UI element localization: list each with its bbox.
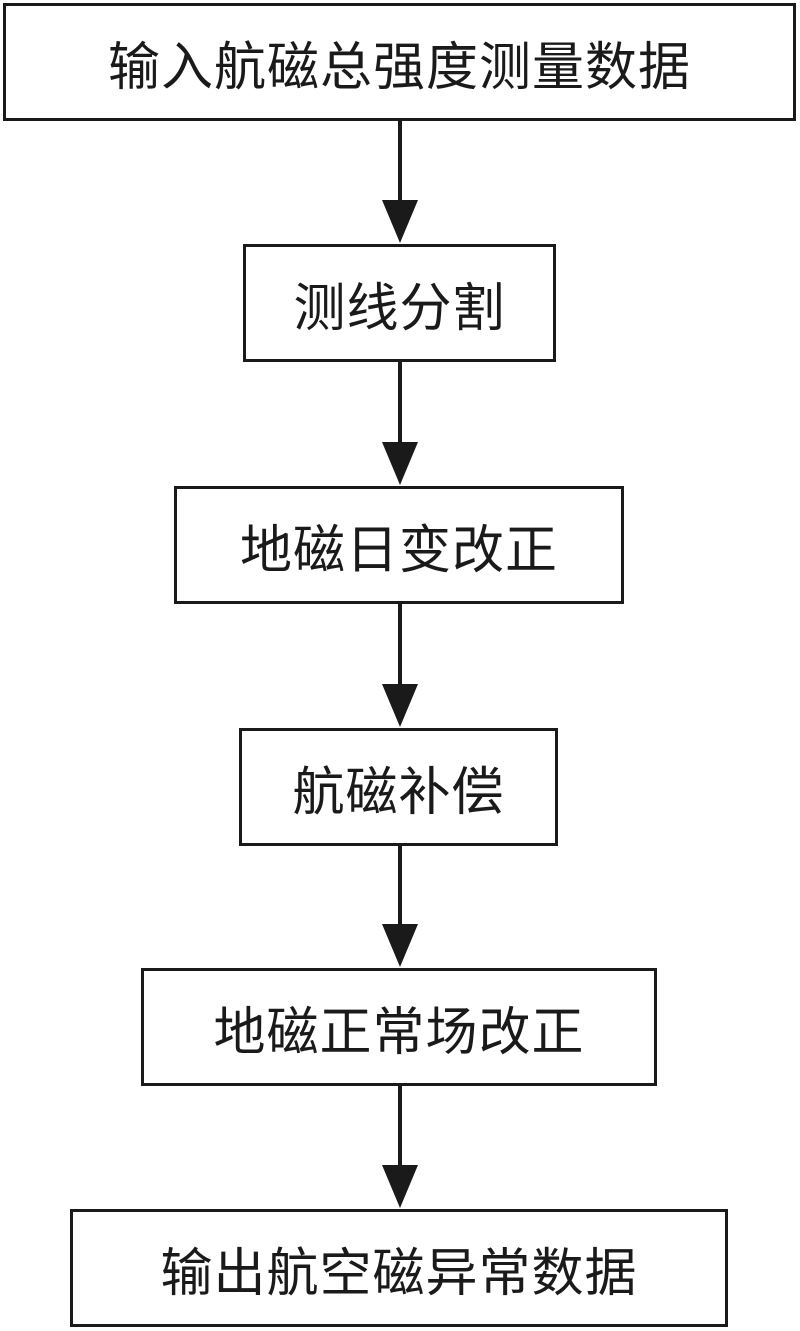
step-input-total-intensity-data: 输入航磁总强度测量数据 xyxy=(3,3,796,121)
step-output-anomaly-data: 输出航空磁异常数据 xyxy=(70,1209,728,1327)
step-label: 航磁补偿 xyxy=(292,762,505,823)
arrow-2-to-3 xyxy=(382,362,418,485)
arrow-3-to-4 xyxy=(382,604,418,727)
step-label: 测线分割 xyxy=(293,278,506,339)
step-normal-field-correction: 地磁正常场改正 xyxy=(141,968,657,1086)
arrow-1-to-2 xyxy=(382,121,418,243)
step-aeromagnetic-compensation: 航磁补偿 xyxy=(239,728,558,846)
step-label: 地磁日变改正 xyxy=(239,520,558,581)
step-label: 输入航磁总强度测量数据 xyxy=(107,37,691,98)
step-label: 输出航空磁异常数据 xyxy=(160,1243,638,1304)
step-survey-line-segmentation: 测线分割 xyxy=(243,244,556,362)
step-label: 地磁正常场改正 xyxy=(213,1002,585,1063)
arrow-5-to-6 xyxy=(382,1086,418,1208)
arrow-4-to-5 xyxy=(382,846,418,967)
step-diurnal-correction: 地磁日变改正 xyxy=(174,486,624,604)
